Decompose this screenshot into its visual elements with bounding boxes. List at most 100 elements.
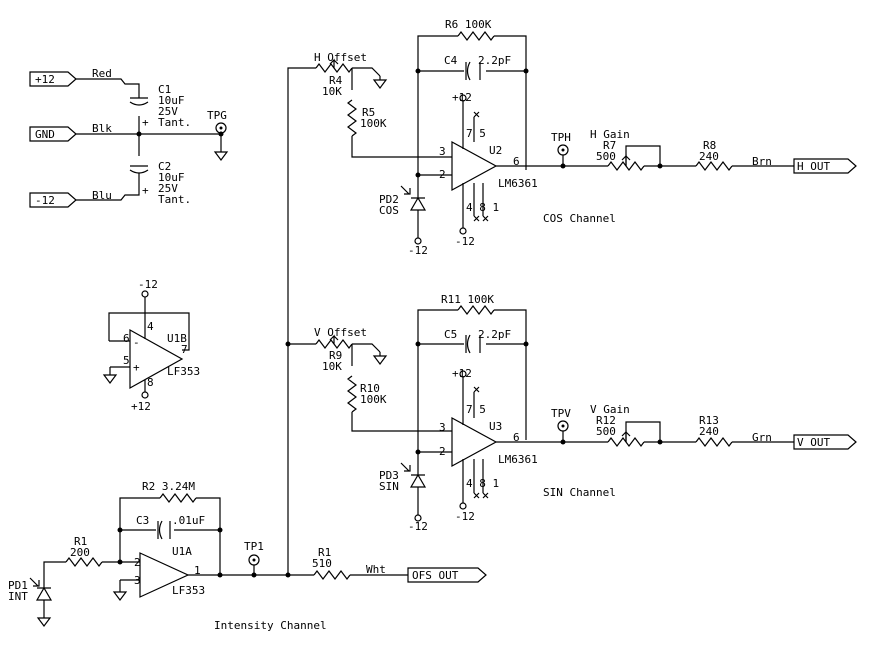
r10-value: 100K — [360, 393, 387, 406]
u2-supply-top: +12 — [452, 91, 472, 104]
r1a-value: 200 — [70, 546, 90, 559]
c3-value: .01uF — [172, 514, 205, 527]
u1b-part: LF353 — [167, 365, 200, 378]
minus12-label: -12 — [35, 194, 55, 207]
sin-channel-title: SIN Channel — [543, 486, 616, 499]
blk-wire-label: Blk — [92, 122, 112, 135]
u2-pin2: 2 — [439, 168, 446, 181]
u1a-pin3: 3 — [134, 574, 141, 587]
r4-value: 10K — [322, 85, 342, 98]
u3-pin6: 6 — [513, 431, 520, 444]
c2-value: 10uF — [158, 171, 185, 184]
pd1-name: INT — [8, 590, 28, 603]
u1b-minus: - — [133, 336, 140, 349]
pd3-label: PD3 — [379, 469, 399, 482]
u3-supply-bottom: -12 — [455, 510, 475, 523]
u3-part: LM6361 — [498, 453, 538, 466]
c1-value: 10uF — [158, 94, 185, 107]
intensity-channel — [29, 493, 487, 627]
tp1-label: TP1 — [244, 540, 264, 553]
h-out-label: H OUT — [797, 160, 830, 173]
u1b-pin7: 7 — [181, 343, 188, 356]
u1b-pin6: 6 — [123, 332, 130, 345]
c4-value: 2.2pF — [478, 54, 511, 67]
r5-value: 100K — [360, 117, 387, 130]
cos-channel-title: COS Channel — [543, 212, 616, 225]
c2-voltage: 25V — [158, 182, 178, 195]
r8-label: R8 — [703, 139, 716, 152]
r5-label: R5 — [362, 106, 375, 119]
r6-label: R6 100K — [445, 18, 492, 31]
r13-value: 240 — [699, 425, 719, 438]
r12-value: 500 — [596, 425, 616, 438]
c2-type: Tant. — [158, 193, 191, 206]
u2-pin75: 7 5 — [466, 127, 486, 140]
u2-pin3: 3 — [439, 145, 446, 158]
u2-part: LM6361 — [498, 177, 538, 190]
c2-plus: + — [142, 184, 149, 197]
u1a-pin1: 1 — [194, 564, 201, 577]
blu-wire-label: Blu — [92, 189, 112, 202]
tph-label: TPH — [551, 131, 571, 144]
minus12-connector — [29, 192, 77, 208]
r1b-label: R1 — [318, 546, 331, 559]
gnd-connector — [29, 126, 77, 142]
u1b-supply-bottom: +12 — [131, 400, 151, 413]
sin-channel — [285, 305, 857, 522]
u3-pin3: 3 — [439, 421, 446, 434]
pd1-label: PD1 — [8, 579, 28, 592]
r11-label: R11 100K — [441, 293, 494, 306]
u1b-opamp — [102, 290, 190, 399]
u1a-pin2: 2 — [134, 556, 141, 569]
c2-ref: C2 — [158, 160, 171, 173]
r13-label: R13 — [699, 414, 719, 427]
gnd-label: GND — [35, 128, 55, 141]
r1a-label: R1 — [74, 535, 87, 548]
r2-label: R2 3.24M — [142, 480, 195, 493]
c4-label: C4 — [444, 54, 458, 67]
u1b-pin8: 8 — [147, 376, 154, 389]
u1a-ref: U1A — [172, 545, 192, 558]
c1-plus: + — [142, 116, 149, 129]
ofs-out-label: OFS OUT — [412, 569, 459, 582]
intensity-channel-title: Intensity Channel — [214, 619, 327, 632]
v-gain-label: V Gain — [590, 403, 630, 416]
plus12-connector — [29, 71, 77, 87]
u2-pin6: 6 — [513, 155, 520, 168]
pd3-name: SIN — [379, 480, 399, 493]
u3-ref: U3 — [489, 420, 502, 433]
labels: +12 GND -12 Red Blk Blu C1 10uF 25V Tant… — [8, 18, 830, 632]
r7-value: 500 — [596, 150, 616, 163]
h-gain-label: H Gain — [590, 128, 630, 141]
r10-label: R10 — [360, 382, 380, 395]
r4-label: R4 — [329, 74, 343, 87]
u1b-plus: + — [133, 361, 140, 374]
u2-ref: U2 — [489, 144, 502, 157]
u1a-part: LF353 — [172, 584, 205, 597]
r9-label: R9 — [329, 349, 342, 362]
u1b-supply-top: -12 — [138, 278, 158, 291]
r12-label: R12 — [596, 414, 616, 427]
c5-value: 2.2pF — [478, 328, 511, 341]
cos-channel — [287, 31, 857, 577]
h-offset-label: H Offset — [314, 51, 367, 64]
wht-wire-label: Wht — [366, 563, 386, 576]
c5-label: C5 — [444, 328, 457, 341]
pd2-supply: -12 — [408, 244, 428, 257]
c1-voltage: 25V — [158, 105, 178, 118]
v-offset-label: V Offset — [314, 326, 367, 339]
u3-pin481: 4 8 1 — [466, 477, 499, 490]
c3-label: C3 — [136, 514, 149, 527]
pd3-supply: -12 — [408, 520, 428, 533]
u1b-pin4: 4 — [147, 320, 154, 333]
u1b-ref: U1B — [167, 332, 187, 345]
red-wire-label: Red — [92, 67, 112, 80]
u3-pin2: 2 — [439, 445, 446, 458]
u2-pin481: 4 8 1 — [466, 201, 499, 214]
tpg-label: TPG — [207, 109, 227, 122]
tpv-label: TPV — [551, 407, 571, 420]
v-out-label: V OUT — [797, 436, 830, 449]
r9-value: 10K — [322, 360, 342, 373]
